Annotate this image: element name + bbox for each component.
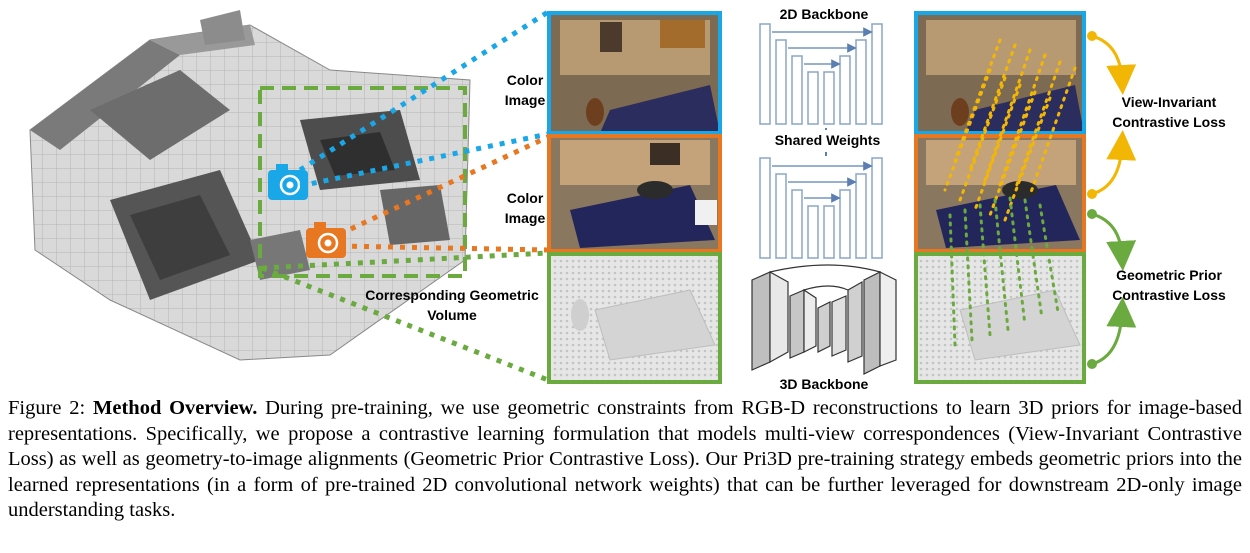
method-overview-figure: Color Image Color Image Corresponding Ge…	[29, 6, 1226, 392]
geometric-volume-label: Corresponding Geometric Volume	[365, 287, 539, 323]
backbone-2d-network-bottom	[759, 157, 883, 259]
skip-connections-top	[772, 27, 873, 69]
color-image-label-1: Color Image	[504, 72, 546, 108]
figure-caption: Figure 2: Method Overview. During pre-tr…	[8, 396, 1242, 524]
geometric-prior-arrows	[1087, 209, 1137, 369]
backbone-2d-network-top	[759, 23, 883, 125]
frustum-lines	[261, 9, 550, 383]
backbone-3d-label: 3D Backbone	[779, 376, 869, 392]
caption-bold-title: Method Overview.	[93, 397, 258, 419]
view-invariant-arrows	[1087, 31, 1137, 199]
view-correspondence-lines	[943, 38, 1077, 222]
backbone-2d-label: 2D Backbone	[779, 6, 869, 22]
shared-weights-label: Shared Weights	[760, 130, 895, 150]
camera-icon-blue	[268, 164, 308, 200]
figure-graphic	[29, 9, 1137, 384]
caption-prefix: Figure 2:	[8, 397, 94, 419]
geometric-prior-loss-label: Geometric Prior Contrastive Loss	[1112, 267, 1226, 303]
color-image-panel-1	[547, 11, 722, 135]
geometry-render-panel	[547, 252, 722, 384]
color-image-label-2: Color Image	[504, 190, 546, 226]
skip-connections-bottom	[772, 161, 873, 203]
view-invariant-loss-label: View-Invariant Contrastive Loss	[1112, 94, 1226, 130]
3d-scene-reconstruction	[29, 10, 471, 361]
camera-icon-orange	[306, 222, 346, 258]
color-image-panel-4	[914, 134, 1086, 253]
color-image-panel-3	[914, 11, 1086, 135]
color-image-panel-2	[547, 134, 722, 253]
caption-text: During pre-training, we use geometric co…	[8, 397, 1243, 521]
backbone-3d-network	[751, 264, 897, 375]
dashed-region-box	[258, 86, 467, 278]
geometry-render-panel-2	[914, 252, 1086, 384]
geometry-correspondence-lines	[948, 196, 1060, 347]
